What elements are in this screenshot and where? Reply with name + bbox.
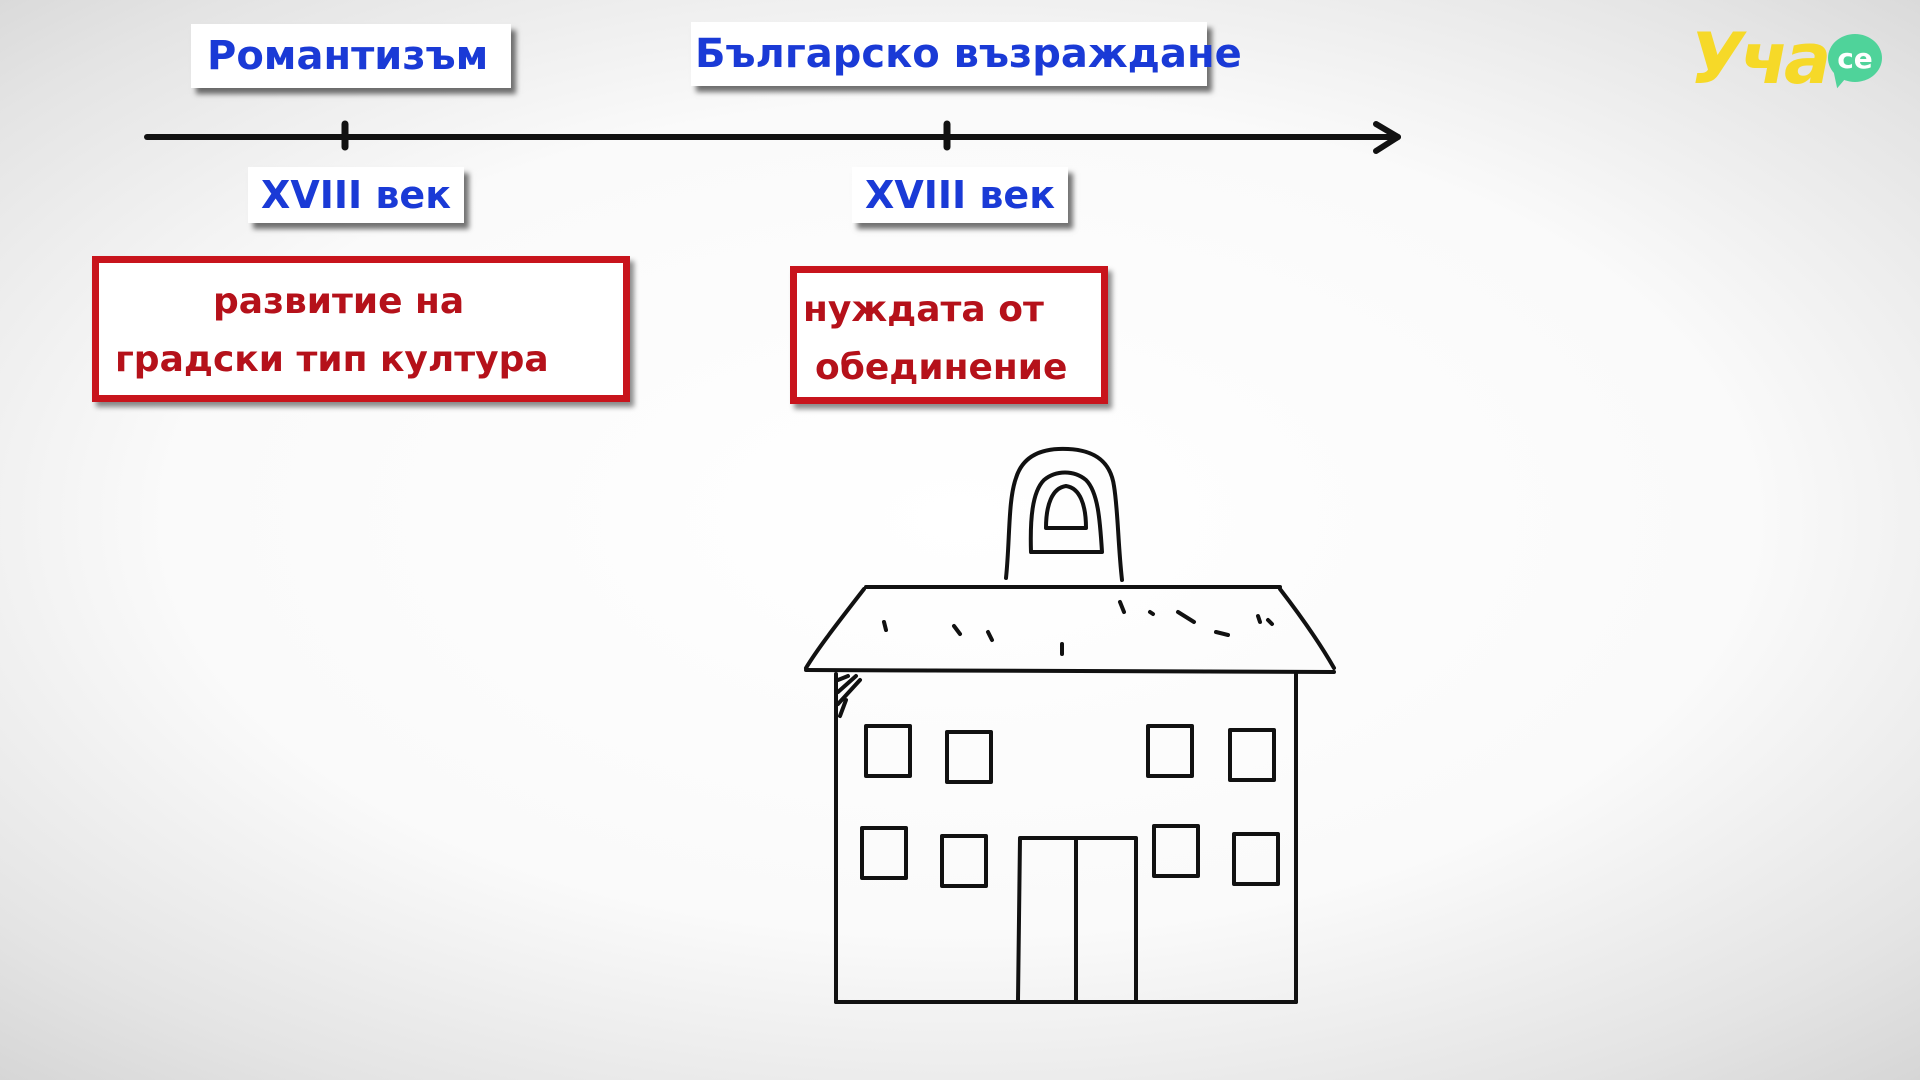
- note-urban-culture-line-1: развитие на: [213, 281, 465, 322]
- school-building-with-bell-icon: [804, 446, 1336, 1004]
- timeline-arrow: [144, 120, 1401, 154]
- century-label-1: XVIII век: [248, 167, 464, 223]
- logo-badge-text: се: [1837, 41, 1873, 75]
- logo-speech-bubble-icon: се: [1828, 34, 1882, 82]
- note-urban-culture: развитие на градски тип култура: [92, 256, 630, 402]
- century-label-2: XVIII век: [852, 167, 1068, 223]
- note-unification-need-line-2: обединение: [815, 347, 1068, 388]
- note-unification-need-line-1: нуждата от: [803, 289, 1044, 330]
- era-label-bulgarian-revival: Българско възраждане: [691, 22, 1242, 86]
- note-unification-need: нуждата от обединение: [790, 266, 1108, 404]
- ucha-se-logo: Уча се: [1690, 18, 1900, 104]
- note-urban-culture-line-2: градски тип култура: [115, 339, 549, 380]
- logo-text: Уча: [1690, 18, 1831, 100]
- era-label-romanticism: Романтизъм: [191, 24, 511, 88]
